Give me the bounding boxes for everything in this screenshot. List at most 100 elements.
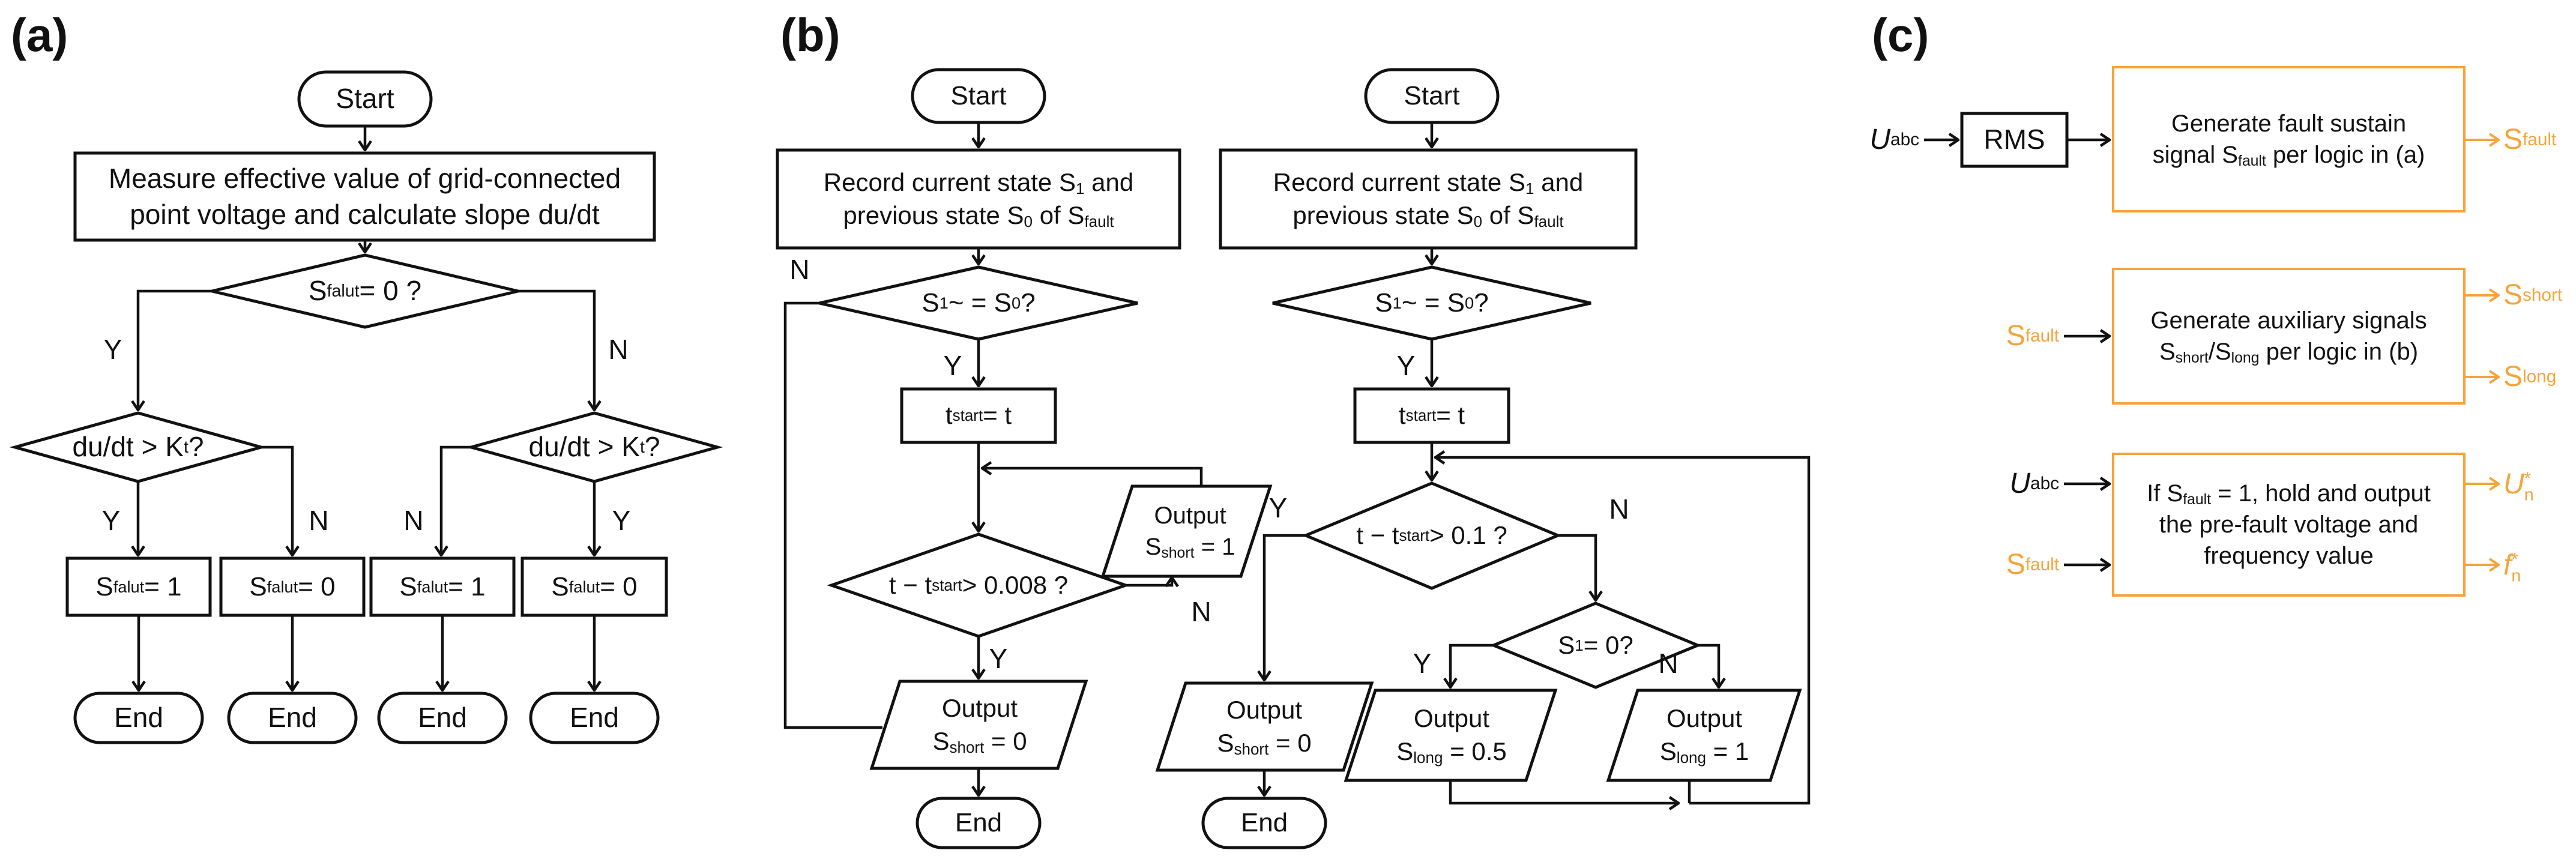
bl-output-short0-word: Output <box>941 694 1018 723</box>
c-gen-fault-line2: signal Sfault per logic in (a) <box>2152 142 2425 169</box>
bl-output-short1-parallelogram <box>1100 484 1273 578</box>
bl-output-short0-parallelogram <box>869 680 1088 770</box>
c-hold-box: If Sfault = 1, hold and output the pre-f… <box>2119 461 2458 588</box>
a-process-box: Measure effective value of grid-connecte… <box>81 157 648 236</box>
br-branch-label-d01-yes: Y <box>1268 492 1288 524</box>
bl-output-short0: Output Sshort = 0 <box>896 688 1064 762</box>
bl-output-short1-word: Output <box>1154 502 1226 529</box>
br-record-line1: Record current state S1 and <box>1273 167 1584 198</box>
br-output-long1: Output Slong = 1 <box>1621 696 1788 774</box>
c-output-fn: f*n <box>2503 549 2521 586</box>
bl-branch-label-d2-no: N <box>1191 596 1211 628</box>
br-branch-label-d1-yes: Y <box>1396 350 1416 382</box>
bl-output-short1-value: Sshort = 1 <box>1145 534 1235 561</box>
a-decision-sfault-diamond <box>211 253 519 329</box>
bl-record-line1: Record current state S1 and <box>823 167 1134 198</box>
c-hold-line3: frequency value <box>2204 543 2374 569</box>
a-branch-d3-no <box>441 445 471 555</box>
br-branch-d01-no <box>1558 534 1596 600</box>
bl-tstart-box-shape <box>900 387 1057 444</box>
a-start-terminator-shape <box>297 70 433 128</box>
bl-output-short1: Output Sshort = 1 <box>1111 493 1270 569</box>
bl-start-label: Start <box>950 81 1007 111</box>
a-branch-d2-no <box>261 445 292 555</box>
br-output-short0-parallelogram <box>1155 681 1374 772</box>
a-start-label: Start <box>336 83 394 115</box>
a-branch-label-d1-no: N <box>608 334 629 366</box>
br-output-long05-word: Output <box>1413 704 1490 733</box>
c-gen-aux-box: Generate auxiliary signals Sshort/Slong … <box>2119 277 2458 395</box>
a-set-box-4-shape <box>520 556 668 617</box>
br-output-long05-parallelogram <box>1344 689 1558 782</box>
br-branch-s1-yes <box>1450 643 1494 687</box>
a-end-terminator-4-shape <box>529 692 660 744</box>
br-output-long1-word: Output <box>1666 704 1743 733</box>
a-process-line2: point voltage and calculate slope du/dt <box>130 198 600 230</box>
bl-branch-label-d2-yes: Y <box>989 643 1008 675</box>
bl-branch-label-d1-yes: Y <box>943 350 962 382</box>
br-branch-s1-no <box>1698 643 1719 687</box>
bl-end-terminator-shape <box>915 797 1042 849</box>
a-branch-label-d3-yes: Y <box>612 505 631 537</box>
br-merge-long05 <box>1449 780 1679 803</box>
c-rms-box-shape <box>1960 112 2069 168</box>
a-process-line1: Measure effective value of grid-connecte… <box>108 162 621 194</box>
br-start-label: Start <box>1404 81 1460 111</box>
br-branch-d01-yes <box>1264 534 1306 680</box>
br-output-short0: Output Sshort = 0 <box>1180 689 1348 765</box>
a-branch-label-d2-no: N <box>309 505 329 537</box>
a-branch-d1-no <box>518 289 594 410</box>
br-record-box: Record current state S1 and previous sta… <box>1226 155 1630 243</box>
a-end-label-3: End <box>418 702 467 734</box>
a-branch-d1-yes <box>138 289 212 410</box>
br-branch-label-d01-no: N <box>1609 493 1629 525</box>
panel-b-label: (b) <box>780 8 840 61</box>
br-branch-label-s1-no: N <box>1658 648 1679 680</box>
c-hold-line1: If Sfault = 1, hold and output <box>2147 480 2431 508</box>
br-branch-label-s1-yes: Y <box>1413 648 1432 680</box>
a-end-terminator-3-shape <box>377 692 508 744</box>
c-output-un: U*n <box>2503 468 2534 505</box>
bl-record-box-shape <box>776 148 1181 250</box>
bl-end-label: End <box>955 808 1003 838</box>
bl-output-short0-value: Sshort = 0 <box>932 727 1027 757</box>
a-end-label-1: End <box>114 702 163 734</box>
a-set-box-2-shape <box>219 556 366 617</box>
br-decision-01-diamond <box>1302 481 1562 590</box>
bl-branch-label-d1-no: N <box>789 254 810 286</box>
a-end-terminator-1-shape <box>73 692 204 744</box>
bl-feedback-short1 <box>982 468 1203 486</box>
a-end-label-2: End <box>268 702 317 734</box>
bl-record-line2: previous state S0 of Sfault <box>843 200 1114 231</box>
br-feedback-loop <box>1435 457 1811 805</box>
br-end-label: End <box>1240 808 1288 838</box>
bl-branch-d1-no <box>783 301 882 729</box>
a-branch-label-d3-no: N <box>403 505 424 537</box>
br-output-short0-value: Sshort = 0 <box>1217 729 1312 759</box>
a-branch-label-d2-yes: Y <box>101 505 121 537</box>
c-gen-fault-box: Generate fault sustain signal Sfault per… <box>2119 78 2458 200</box>
br-record-line2: previous state S0 of Sfault <box>1293 200 1564 231</box>
c-hold-box-shape <box>2112 453 2466 597</box>
br-output-long1-value: Slong = 1 <box>1659 737 1749 767</box>
br-output-long05: Output Slong = 0.5 <box>1368 696 1536 774</box>
